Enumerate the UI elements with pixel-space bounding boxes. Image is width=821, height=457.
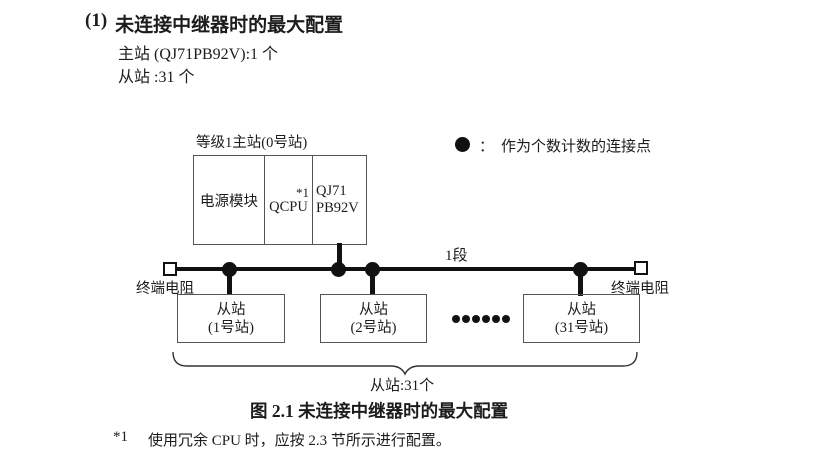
slave-station-31-box: 从站 (31号站) xyxy=(523,294,640,343)
brace-label: 从站:31个 xyxy=(370,378,435,394)
master-station-label: 等级1主站(0号站) xyxy=(196,135,308,151)
connection-node xyxy=(222,262,237,277)
slave-number: (2号站) xyxy=(350,319,397,336)
terminator-right-icon xyxy=(634,261,648,275)
module-name-line2: PB92V xyxy=(316,200,359,216)
section-title: 未连接中继器时的最大配置 xyxy=(115,15,344,36)
connection-point-icon xyxy=(455,137,470,152)
ellipsis-dots xyxy=(452,315,510,323)
legend-text: ： 作为个数计数的连接点 xyxy=(479,135,651,156)
terminator-left-icon xyxy=(163,262,177,276)
legend-label: 作为个数计数的连接点 xyxy=(501,139,652,155)
connection-node xyxy=(331,262,346,277)
slave-station-1-box: 从站 (1号站) xyxy=(177,294,285,343)
master-drop-line xyxy=(337,243,342,269)
slave-label: 从站 xyxy=(359,301,388,318)
segment-label: 1段 xyxy=(445,248,468,264)
slave2-drop-line xyxy=(370,267,375,295)
module-name-line1: QJ71 xyxy=(316,183,347,199)
slave-label: 从站 xyxy=(567,301,596,318)
pb92v-module-cell: QJ71 PB92V xyxy=(313,156,366,244)
master-count-line: 主站 (QJ71PB92V):1 个 xyxy=(118,46,279,63)
connection-node xyxy=(573,262,588,277)
connection-node xyxy=(365,262,380,277)
slave-station-2-box: 从站 (2号站) xyxy=(320,294,427,343)
terminator-left-label: 终端电阻 xyxy=(136,281,194,297)
cpu-label: QCPU xyxy=(269,198,308,215)
master-station-box: 电源模块 *1 QCPU QJ71 PB92V xyxy=(193,155,367,245)
power-module-cell: 电源模块 xyxy=(194,156,265,244)
brace xyxy=(172,351,638,376)
slave-count-line: 从站 :31 个 xyxy=(118,69,195,86)
footnote-text: 使用冗余 CPU 时，应按 2.3 节所示进行配置。 xyxy=(148,433,451,449)
slave-label: 从站 xyxy=(216,301,246,318)
section-index: (1) xyxy=(85,10,108,31)
cpu-cell: *1 QCPU xyxy=(265,156,313,244)
legend-separator: ： xyxy=(479,139,495,155)
slave-number: (31号站) xyxy=(554,319,609,336)
slave1-drop-line xyxy=(227,267,232,295)
slave-number: (1号站) xyxy=(208,319,254,336)
bus-line xyxy=(177,267,635,271)
cpu-footnote-ref: *1 xyxy=(296,184,309,200)
slave31-drop-line xyxy=(578,267,583,296)
footnote-marker: *1 xyxy=(113,429,128,445)
terminator-right-label: 终端电阻 xyxy=(611,281,669,297)
section-heading: (1) 未连接中继器时的最大配置 xyxy=(85,10,343,37)
figure-caption: 图 2.1 未连接中继器时的最大配置 xyxy=(250,401,509,421)
